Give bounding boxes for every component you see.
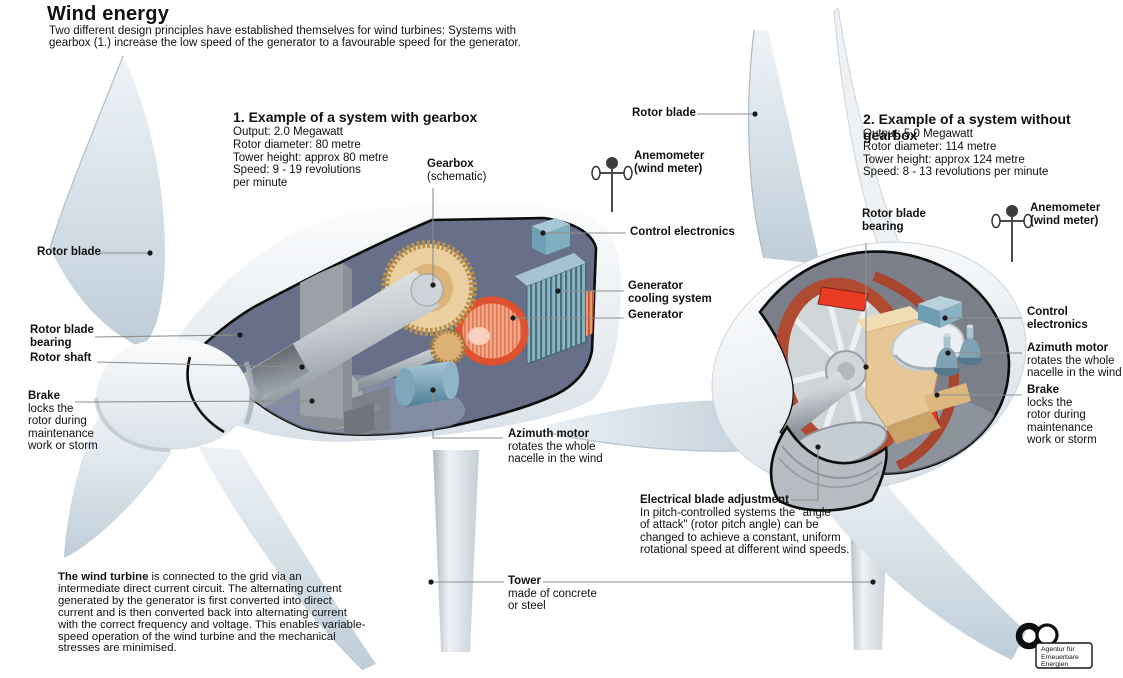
label-azimuth-right: Azimuth motor <box>1027 342 1109 354</box>
right-turbine-illustration <box>547 6 1033 660</box>
generator-rotor <box>455 296 529 366</box>
label-azimuth-left: Azimuth motor <box>508 428 590 440</box>
label-rotor-shaft: Rotor shaft <box>30 352 92 364</box>
label-tower-desc: made of concrete or steel <box>508 588 597 613</box>
left-tower <box>433 450 479 652</box>
label-brake-left-desc: locks the rotor during maintenance work … <box>28 403 98 453</box>
label-generator-cooling: Generator cooling system <box>628 280 712 305</box>
anemometer-icon <box>991 205 1033 262</box>
label-gearbox: Gearbox <box>427 158 474 170</box>
label-gearbox-sub: (schematic) <box>427 171 487 183</box>
label-control-electronics-left: Control electronics <box>630 226 735 238</box>
system2-heading: 2. Example of a system without gearbox <box>863 111 1071 143</box>
system1-heading: 1. Example of a system with gearbox <box>233 109 478 125</box>
label-tower: Tower <box>508 575 542 587</box>
label-anemometer-right: Anemometer (wind meter) <box>1030 202 1101 227</box>
page-title: Wind energy <box>47 3 170 25</box>
wind-turbine-note-bold: The wind turbine <box>58 571 149 583</box>
label-rotor-blade-left: Rotor blade <box>37 246 101 258</box>
gearbox-gear-small <box>429 328 467 366</box>
label-generator: Generator <box>628 309 683 321</box>
right-rotor-shaft <box>770 371 853 442</box>
label-control-electronics-right: Control electronics <box>1027 306 1088 331</box>
shaft-collar <box>247 344 309 400</box>
label-brake-right-desc: locks the rotor during maintenance work … <box>1027 397 1097 447</box>
left-rotor-blade-down <box>198 446 376 670</box>
infinity-logo-icon <box>1015 622 1093 669</box>
leader-lines <box>74 113 1022 583</box>
system2-specs: Output: 5.0 Megawatt Rotor diameter: 114… <box>863 128 1049 179</box>
wind-turbine-note: The wind turbine is connected to the gri… <box>58 571 366 655</box>
left-rotor-blade-downleft <box>64 416 172 558</box>
label-brake-left: Brake <box>28 390 60 402</box>
logo-text: Agentur für Erneuerbare Energien <box>1041 646 1079 669</box>
azimuth-motor-left-shape <box>395 361 459 407</box>
label-rotor-blade-bearing-right: Rotor blade bearing <box>862 208 926 233</box>
label-anemometer-left: Anemometer (wind meter) <box>634 150 705 175</box>
blade-pitch-mount <box>769 424 888 512</box>
label-rotor-blade-top: Rotor blade <box>632 107 696 119</box>
left-turbine-illustration <box>49 55 633 670</box>
label-electrical-blade-adjustment-desc: In pitch-controlled systems the "angle o… <box>640 507 850 557</box>
label-electrical-blade-adjustment: Electrical blade adjustment <box>640 494 789 506</box>
intro-text: Two different design principles have est… <box>49 25 521 50</box>
label-brake-right: Brake <box>1027 384 1059 396</box>
control-electronics-right-shape <box>918 296 962 328</box>
right-rotor-blade-left <box>548 400 766 452</box>
label-azimuth-left-desc: rotates the whole nacelle in the wind <box>508 441 603 466</box>
left-hub-spinner <box>96 338 250 450</box>
right-rotor-blade-down <box>797 458 1026 660</box>
leader-dots <box>147 111 951 585</box>
system1-specs: Output: 2.0 Megawatt Rotor diameter: 80 … <box>233 126 389 190</box>
anemometer-icon <box>591 157 633 212</box>
wind-turbine-note-rest: is connected to the grid via an intermed… <box>58 571 366 655</box>
label-azimuth-right-desc: rotates the whole nacelle in the wind <box>1027 355 1122 380</box>
label-rotor-blade-bearing-left: Rotor blade bearing <box>30 324 94 349</box>
right-rotor-blade-up <box>748 30 820 264</box>
left-rotor-blade-up <box>50 56 165 347</box>
